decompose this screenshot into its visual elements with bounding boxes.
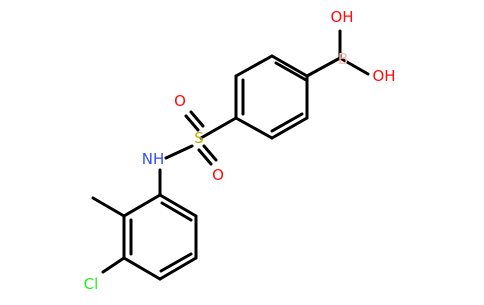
- bond-ring2-1: [158, 193, 198, 218]
- bond-ring2-3b: [159, 252, 193, 273]
- bond-cl: [101, 256, 126, 274]
- bond-ring1-1: [305, 56, 342, 78]
- label-chlorine: Cl: [84, 275, 99, 293]
- bond-s-o-top-a: [184, 114, 200, 132]
- label-oh-top: OH: [330, 8, 353, 26]
- label-boron: B: [338, 50, 348, 68]
- label-oxygen-top: O: [174, 92, 186, 110]
- bond-ring2-4: [122, 256, 162, 281]
- label-sulfur: S: [194, 129, 204, 147]
- label-amine: NH: [142, 150, 165, 168]
- label-oxygen-bottom: O: [212, 166, 224, 184]
- bond-ring-s: [199, 116, 238, 140]
- bond-b-oh-right: [338, 56, 370, 76]
- bond-ring1-5: [234, 116, 274, 140]
- atom-labels: OH B OH O S O NH Cl: [84, 8, 396, 293]
- bonds: [91, 29, 370, 281]
- label-oh-right: OH: [372, 67, 395, 85]
- bond-ring1-6: [270, 116, 309, 140]
- bond-methyl: [91, 196, 126, 218]
- bond-ring2-3: [158, 256, 198, 281]
- bond-ring2-1b: [160, 201, 193, 222]
- bond-s-o-top-b: [189, 110, 205, 128]
- bond-s-o-bottom-a: [202, 144, 218, 162]
- bond-ring1-2b: [274, 61, 308, 82]
- bond-ring2-6: [122, 193, 162, 218]
- bond-ring1-3: [234, 54, 274, 78]
- bond-s-o-bottom-b: [197, 148, 213, 166]
- bond-ring1-2: [270, 54, 309, 78]
- bond-ring1-6b: [270, 112, 304, 133]
- bond-s-n: [164, 144, 194, 160]
